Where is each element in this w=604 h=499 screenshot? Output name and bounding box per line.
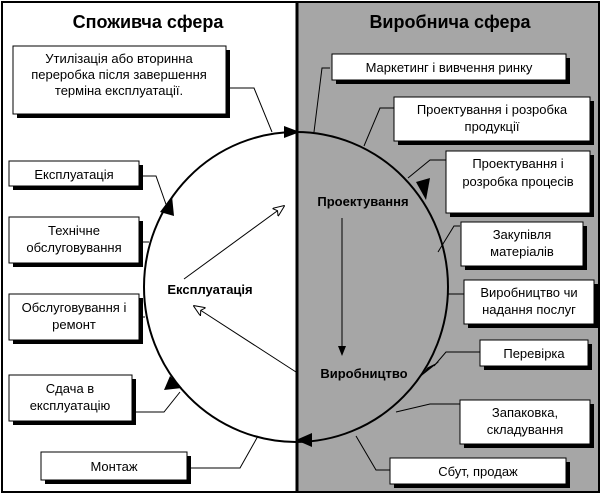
box-commissioning: Сдача в експлуатацію — [8, 374, 136, 425]
svg-text:Монтаж: Монтаж — [90, 459, 137, 474]
svg-text:експлуатацію: експлуатацію — [30, 398, 111, 413]
box-process-design: Проектування і розробка процесів — [445, 150, 594, 217]
box-utilization: Утилізація або вторинна переробка після … — [12, 45, 230, 118]
box-packaging: Запаковка, складування — [459, 399, 594, 448]
svg-text:Перевірка: Перевірка — [503, 346, 565, 361]
production-to-operation-arrow — [194, 306, 297, 373]
svg-text:Експлуатація: Експлуатація — [34, 167, 113, 182]
arrowhead-lower-left — [164, 376, 182, 390]
svg-text:Проектування і: Проектування і — [472, 156, 563, 171]
svg-text:терміна експлуатації.: терміна експлуатації. — [55, 83, 183, 98]
box-sales: Сбут, продаж — [389, 457, 570, 488]
center-label-design: Проектування — [317, 194, 408, 209]
box-maintenance: Технічне обслуговування — [8, 216, 143, 267]
box-production: Виробництво чи надання послуг — [463, 279, 598, 328]
arrowhead-top — [284, 126, 300, 138]
consumer-sphere-header: Споживча сфера — [73, 12, 225, 32]
svg-text:Маркетинг і вивчення ринку: Маркетинг і вивчення ринку — [366, 60, 533, 75]
production-sphere-header: Виробнича сфера — [369, 12, 531, 32]
svg-text:продукції: продукції — [465, 119, 520, 134]
svg-text:Проектування і розробка: Проектування і розробка — [417, 102, 568, 117]
svg-text:Запаковка,: Запаковка, — [492, 405, 558, 420]
svg-text:розробка процесів: розробка процесів — [462, 174, 573, 189]
center-label-operation: Експлуатація — [167, 282, 252, 297]
svg-text:матеріалів: матеріалів — [490, 244, 554, 259]
svg-text:складування: складування — [487, 422, 564, 437]
box-procurement: Закупівля матеріалів — [460, 221, 587, 270]
center-label-production: Виробництво — [320, 366, 407, 381]
right-connectors — [313, 67, 480, 471]
svg-text:переробка після завершення: переробка після завершення — [31, 67, 207, 82]
arrowhead-upper-right — [416, 178, 430, 200]
svg-text:ремонт: ремонт — [52, 317, 96, 332]
operation-to-design-arrow — [183, 206, 284, 280]
box-product-design: Проектування і розробка продукції — [393, 96, 594, 145]
internal-arrows — [183, 206, 346, 373]
box-inspection: Перевірка — [479, 339, 592, 370]
svg-text:Виробництво чи: Виробництво чи — [480, 285, 577, 300]
svg-text:Сдача в: Сдача в — [46, 381, 95, 396]
svg-text:Сбут, продаж: Сбут, продаж — [438, 464, 518, 479]
svg-text:Утилізація або вторинна: Утилізація або вторинна — [45, 51, 193, 66]
svg-text:Закупівля: Закупівля — [493, 227, 552, 242]
svg-text:надання послуг: надання послуг — [482, 302, 576, 317]
svg-text:Технічне: Технічне — [48, 223, 100, 238]
box-marketing: Маркетинг і вивчення ринку — [331, 53, 570, 84]
box-installation: Монтаж — [40, 451, 191, 484]
arrowhead-bottom — [296, 433, 312, 447]
svg-text:обслуговування: обслуговування — [26, 240, 121, 255]
svg-text:Обслуговування і: Обслуговування і — [22, 300, 127, 315]
box-operation: Експлуатація — [8, 160, 143, 190]
box-service-repair: Обслуговування і ремонт — [8, 293, 143, 344]
